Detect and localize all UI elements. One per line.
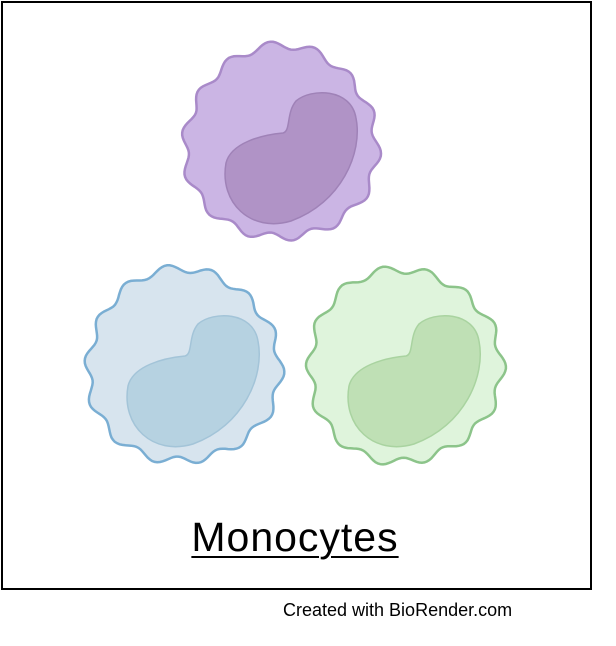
- diagram-title: Monocytes: [191, 514, 399, 560]
- cell-nucleus: [224, 91, 358, 225]
- monocyte-blue: [83, 264, 286, 465]
- monocyte-green: [304, 265, 508, 466]
- biorender-credit: Created with BioRender.com: [283, 600, 513, 620]
- cell-nucleus: [347, 314, 481, 448]
- monocyte-purple: [180, 40, 383, 242]
- diagram-frame: [1, 1, 592, 590]
- cell-nucleus: [126, 314, 260, 448]
